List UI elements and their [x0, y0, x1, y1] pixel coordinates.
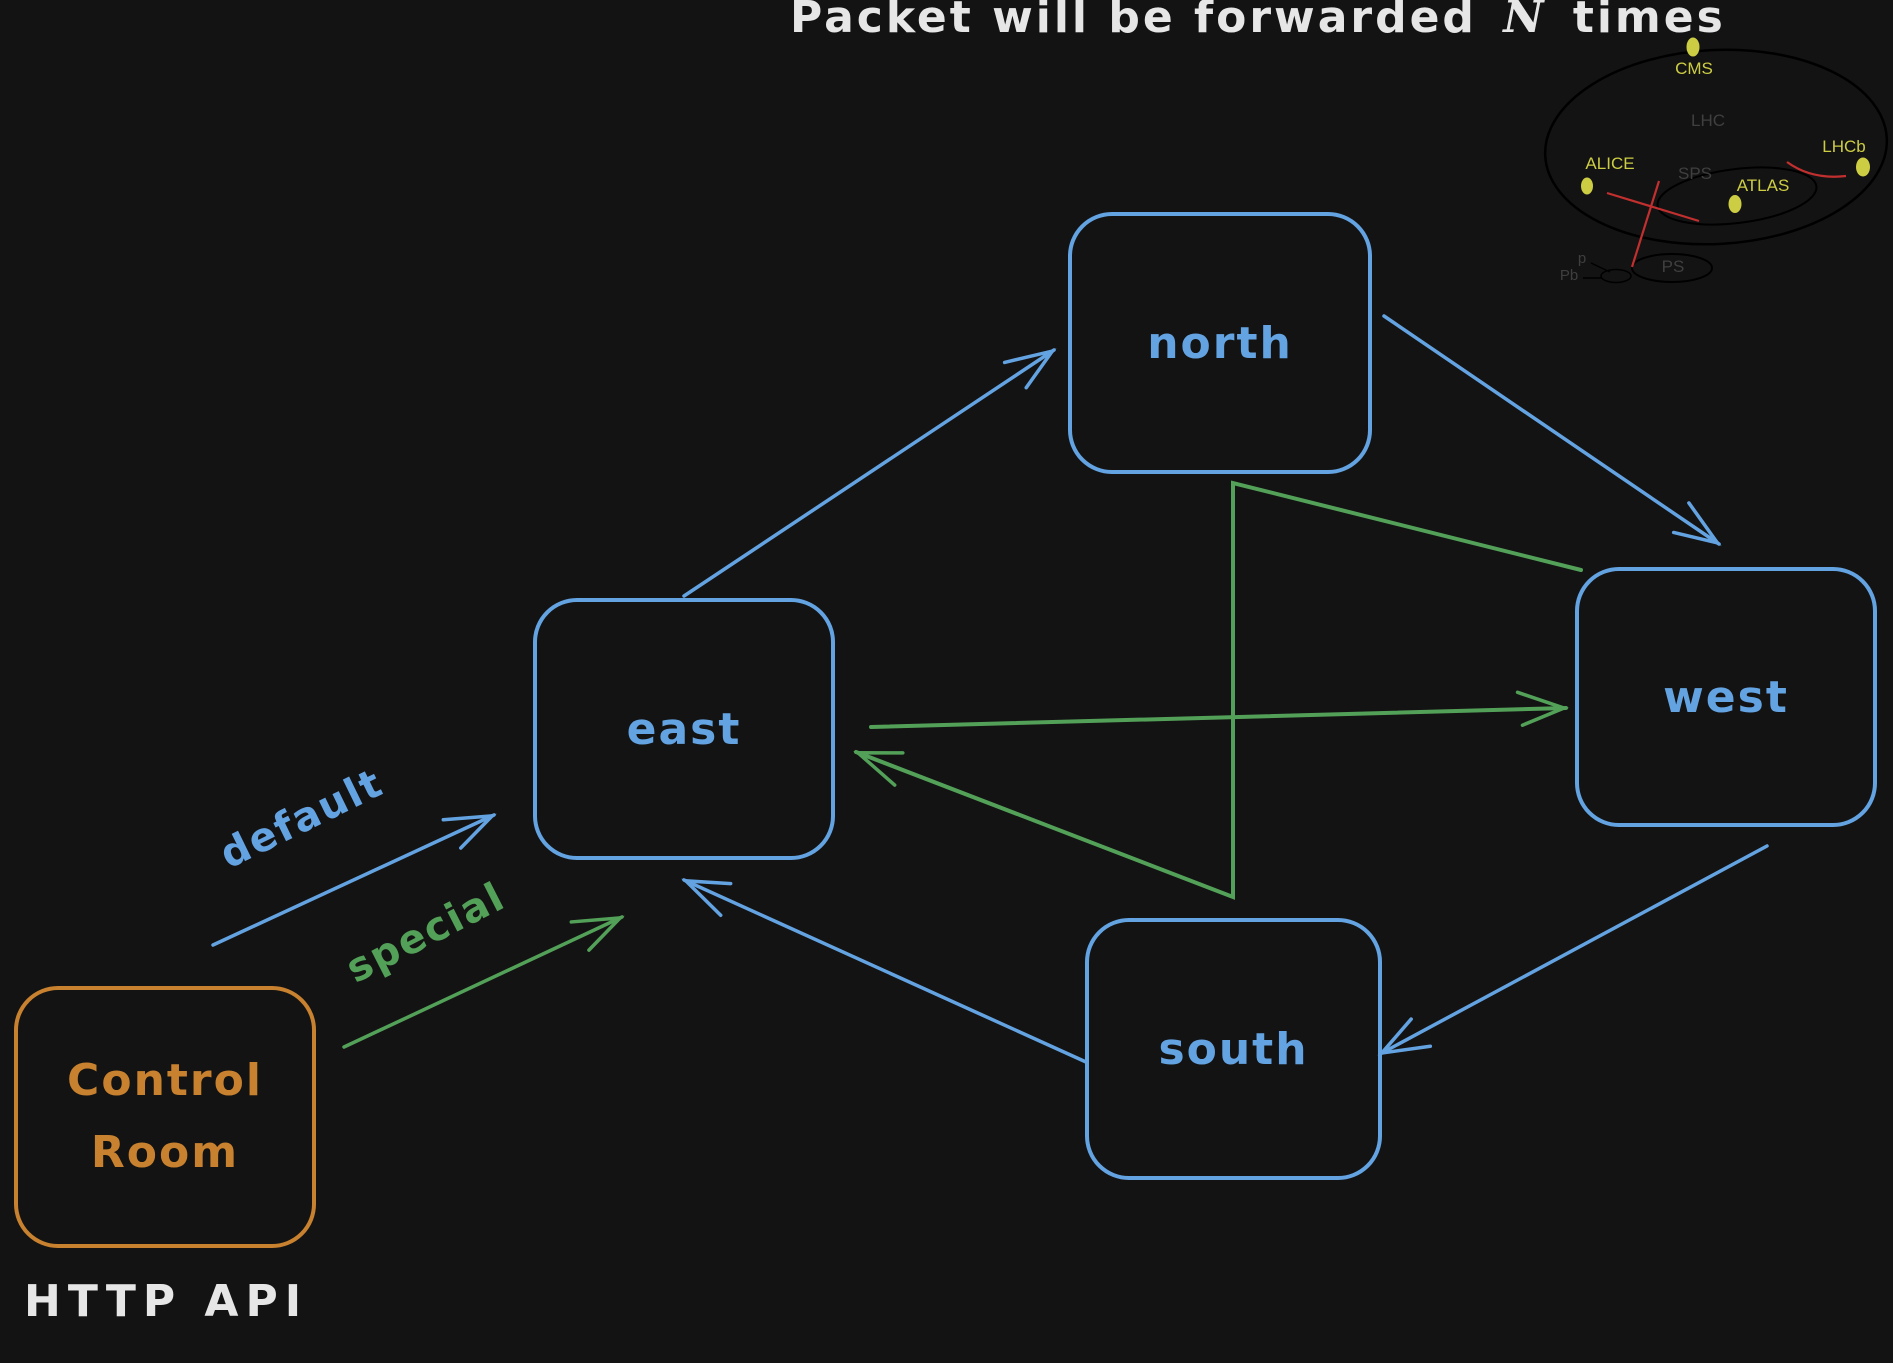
edge-south-east: [681, 878, 1088, 1064]
edge-special-controlroom-east: [342, 915, 625, 1049]
alice-label: ALICE: [1585, 154, 1635, 173]
node-south-label: south: [1158, 1023, 1309, 1075]
sps-label: SPS: [1677, 164, 1713, 183]
pb-beam-label: Pb: [1559, 267, 1579, 284]
node-east: east: [533, 598, 835, 860]
node-north-label: north: [1147, 317, 1293, 369]
transfer-line-alice: [1606, 191, 1700, 223]
edge-north-west: [1382, 314, 1722, 546]
transfer-line-ps-sps: [1630, 180, 1661, 268]
lhcb-dot: [1856, 157, 1870, 177]
node-west-label: west: [1663, 671, 1789, 723]
p-beam-label: p: [1577, 250, 1587, 267]
cms-label: CMS: [1675, 59, 1713, 78]
edge-west-east-polyline: [853, 480, 1583, 900]
p-source-line: [1590, 262, 1611, 273]
sps-ring: [1656, 166, 1818, 226]
node-west: west: [1575, 567, 1877, 827]
linac-ring: [1600, 268, 1632, 284]
atlas-dot: [1728, 195, 1742, 213]
cern-inset: CMS ALICE ATLAS LHCb LHC SPS PS p Pb: [1540, 20, 1893, 310]
node-north: north: [1068, 212, 1372, 474]
node-south: south: [1085, 918, 1382, 1180]
control-room-line1: Control: [67, 1055, 263, 1106]
http-api-caption: HTTP API: [24, 1276, 309, 1327]
transfer-line-lhcb: [1786, 161, 1847, 178]
lhc-ring: [1543, 48, 1889, 246]
diagram-title: Packet will be forwarded N times: [790, 0, 1726, 43]
edge-east-west: [869, 690, 1569, 729]
lhc-label: LHC: [1690, 111, 1725, 130]
alice-dot: [1581, 177, 1593, 195]
title-n-variable: N: [1503, 0, 1547, 43]
edge-default-controlroom-east: [211, 813, 497, 947]
cms-dot: [1686, 37, 1700, 57]
edge-west-south: [1377, 844, 1769, 1056]
control-room-line2: Room: [90, 1127, 240, 1178]
node-east-label: east: [626, 703, 742, 755]
atlas-label: ATLAS: [1736, 176, 1790, 195]
lhcb-label: LHCb: [1822, 137, 1866, 156]
node-control-room-label: Control Room: [67, 1045, 263, 1189]
edge-east-north: [682, 348, 1057, 598]
ps-ring: [1631, 253, 1713, 283]
node-control-room: Control Room: [14, 986, 316, 1248]
title-prefix: Packet will be forwarded: [790, 0, 1477, 43]
ps-label: PS: [1661, 257, 1685, 276]
title-suffix: times: [1572, 0, 1726, 43]
